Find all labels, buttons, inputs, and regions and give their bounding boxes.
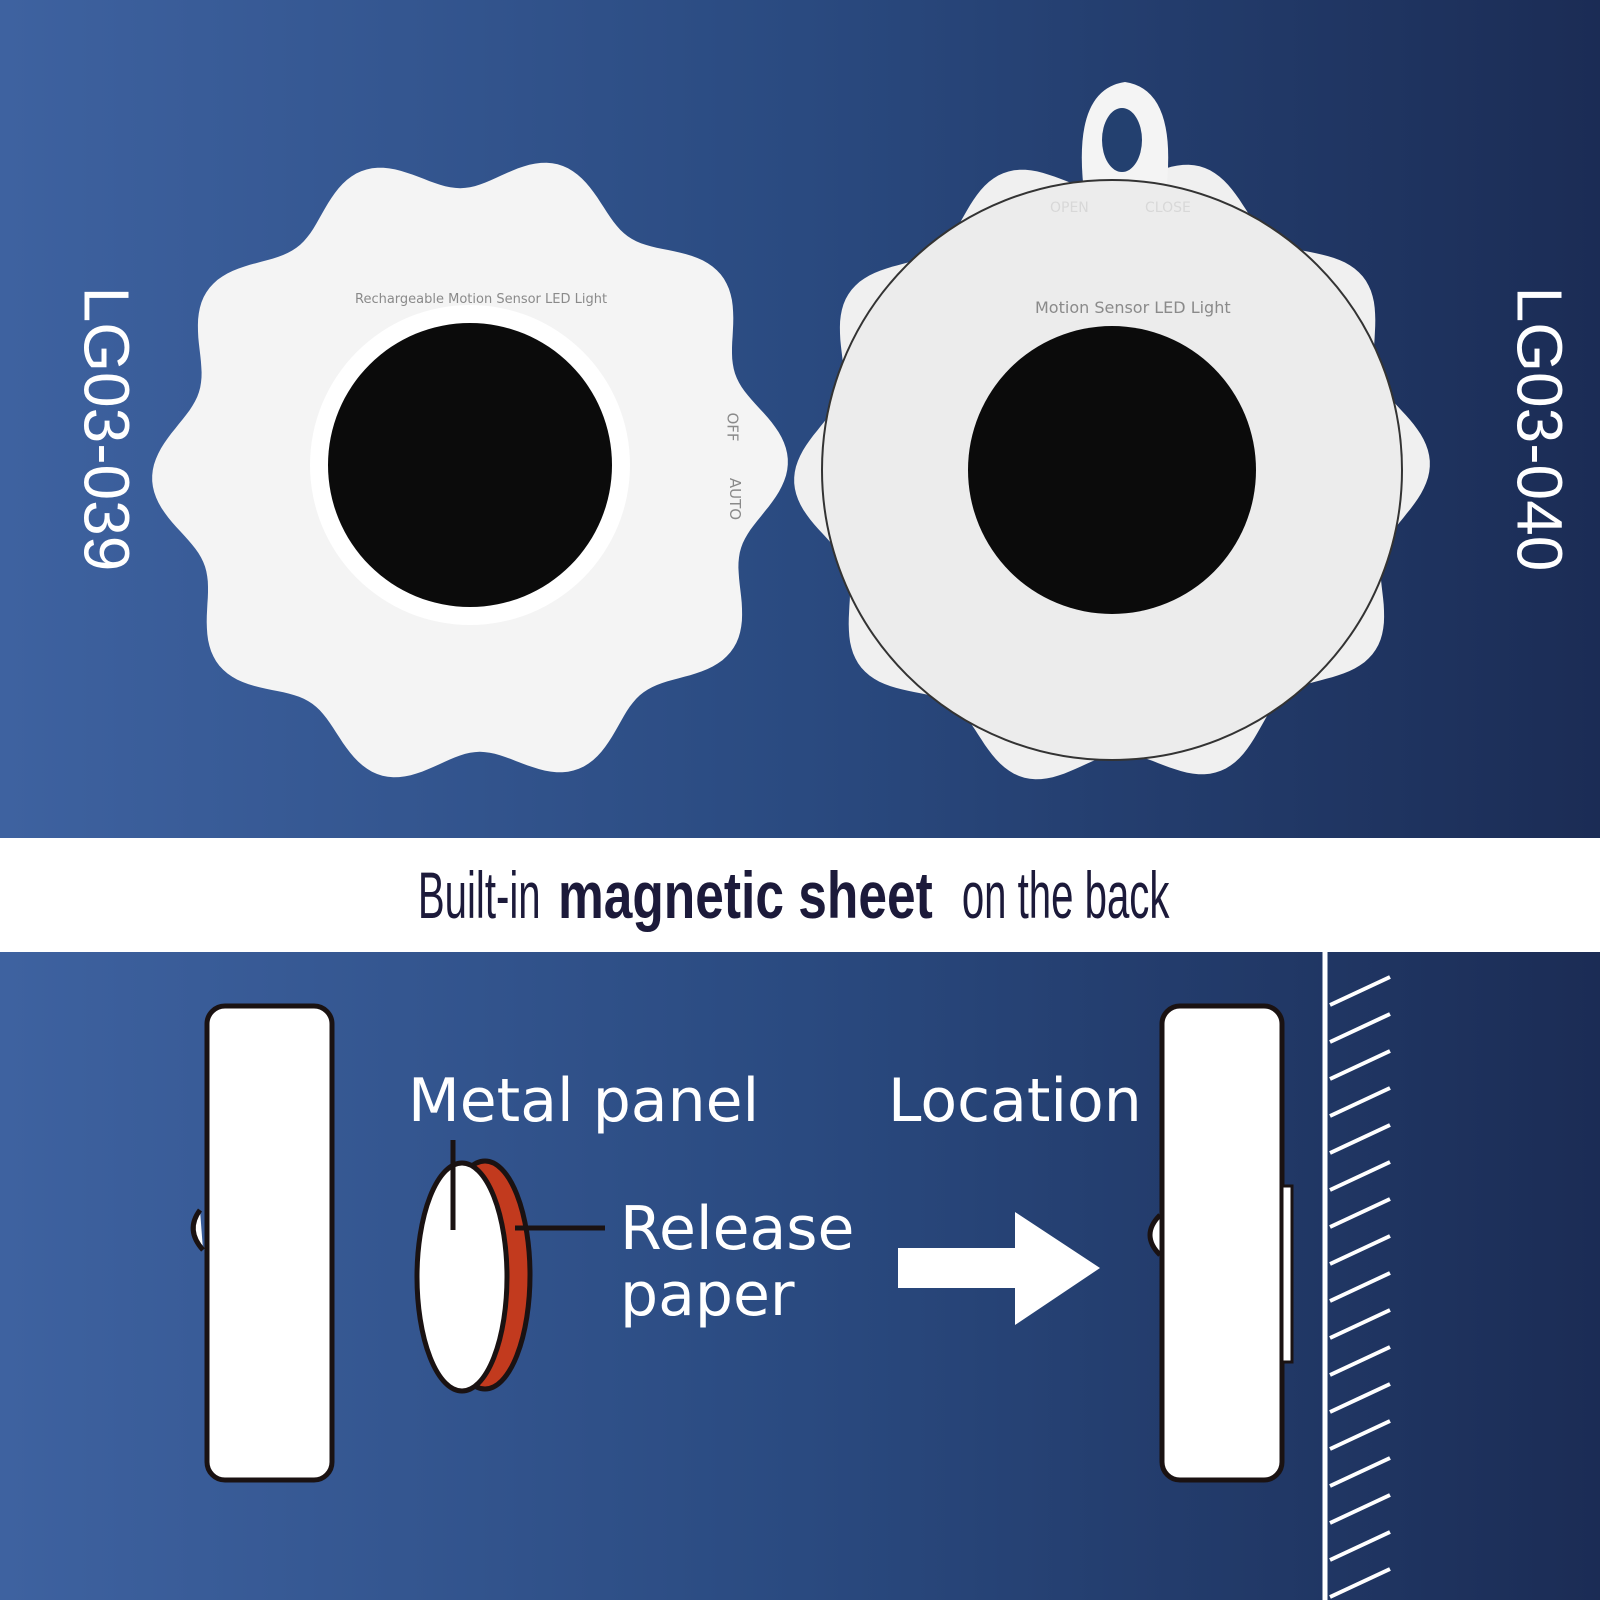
arrow-right-icon xyxy=(898,1212,1100,1325)
switch-off-label: OFF xyxy=(723,412,742,442)
wall-hatching xyxy=(1329,975,1391,1599)
location-label: Location xyxy=(888,1066,1142,1136)
model-label-right: LG03-040 xyxy=(1503,286,1576,572)
headline: Built-in magnetic sheet on the back xyxy=(401,857,1199,933)
hatch-line xyxy=(1329,1197,1391,1229)
hatch-line xyxy=(1329,1419,1391,1451)
hatch-line xyxy=(1329,1086,1391,1118)
hatch-line xyxy=(1329,1530,1391,1562)
hatch-line xyxy=(1329,1456,1391,1488)
hanging-hole xyxy=(1102,108,1142,172)
mounted-device xyxy=(1159,1003,1285,1483)
open-label: OPEN xyxy=(1050,200,1089,216)
close-label: CLOSE xyxy=(1145,200,1191,216)
device-print-label: Rechargeable Motion Sensor LED Light xyxy=(355,292,608,307)
headline-post: on the back xyxy=(962,858,1170,932)
sensor-bump xyxy=(190,1208,205,1252)
hatch-line xyxy=(1329,1160,1391,1192)
hatch-line xyxy=(1329,1049,1391,1081)
hatch-line xyxy=(1329,1271,1391,1303)
headline-band: Built-in magnetic sheet on the back xyxy=(0,838,1600,952)
sensor-lens xyxy=(328,323,612,607)
hatch-line xyxy=(1329,1493,1391,1525)
hatch-line xyxy=(1329,1123,1391,1155)
release-paper-label: Release paper xyxy=(620,1194,855,1330)
metal-panel-label: Metal panel xyxy=(408,1066,760,1136)
device-side-view xyxy=(204,1003,335,1483)
switch-auto-label: AUTO xyxy=(726,477,745,521)
hatch-line xyxy=(1329,1308,1391,1340)
hatch-line xyxy=(1329,1567,1391,1599)
hatch-line xyxy=(1329,1234,1391,1266)
headline-pre: Built-in xyxy=(418,858,541,932)
headline-bold: magnetic sheet xyxy=(558,858,933,932)
sensor-bump xyxy=(1147,1213,1162,1257)
hatch-line xyxy=(1329,975,1391,1007)
magnetic-sheet xyxy=(1280,1184,1294,1364)
sensor-lens xyxy=(968,326,1256,614)
model-label-left: LG03-039 xyxy=(70,286,143,572)
device-print-label: Motion Sensor LED Light xyxy=(1035,298,1231,317)
hatch-line xyxy=(1329,1382,1391,1414)
hatch-line xyxy=(1329,1012,1391,1044)
hatch-line xyxy=(1329,1345,1391,1377)
metal-panel-shape xyxy=(414,1160,510,1394)
